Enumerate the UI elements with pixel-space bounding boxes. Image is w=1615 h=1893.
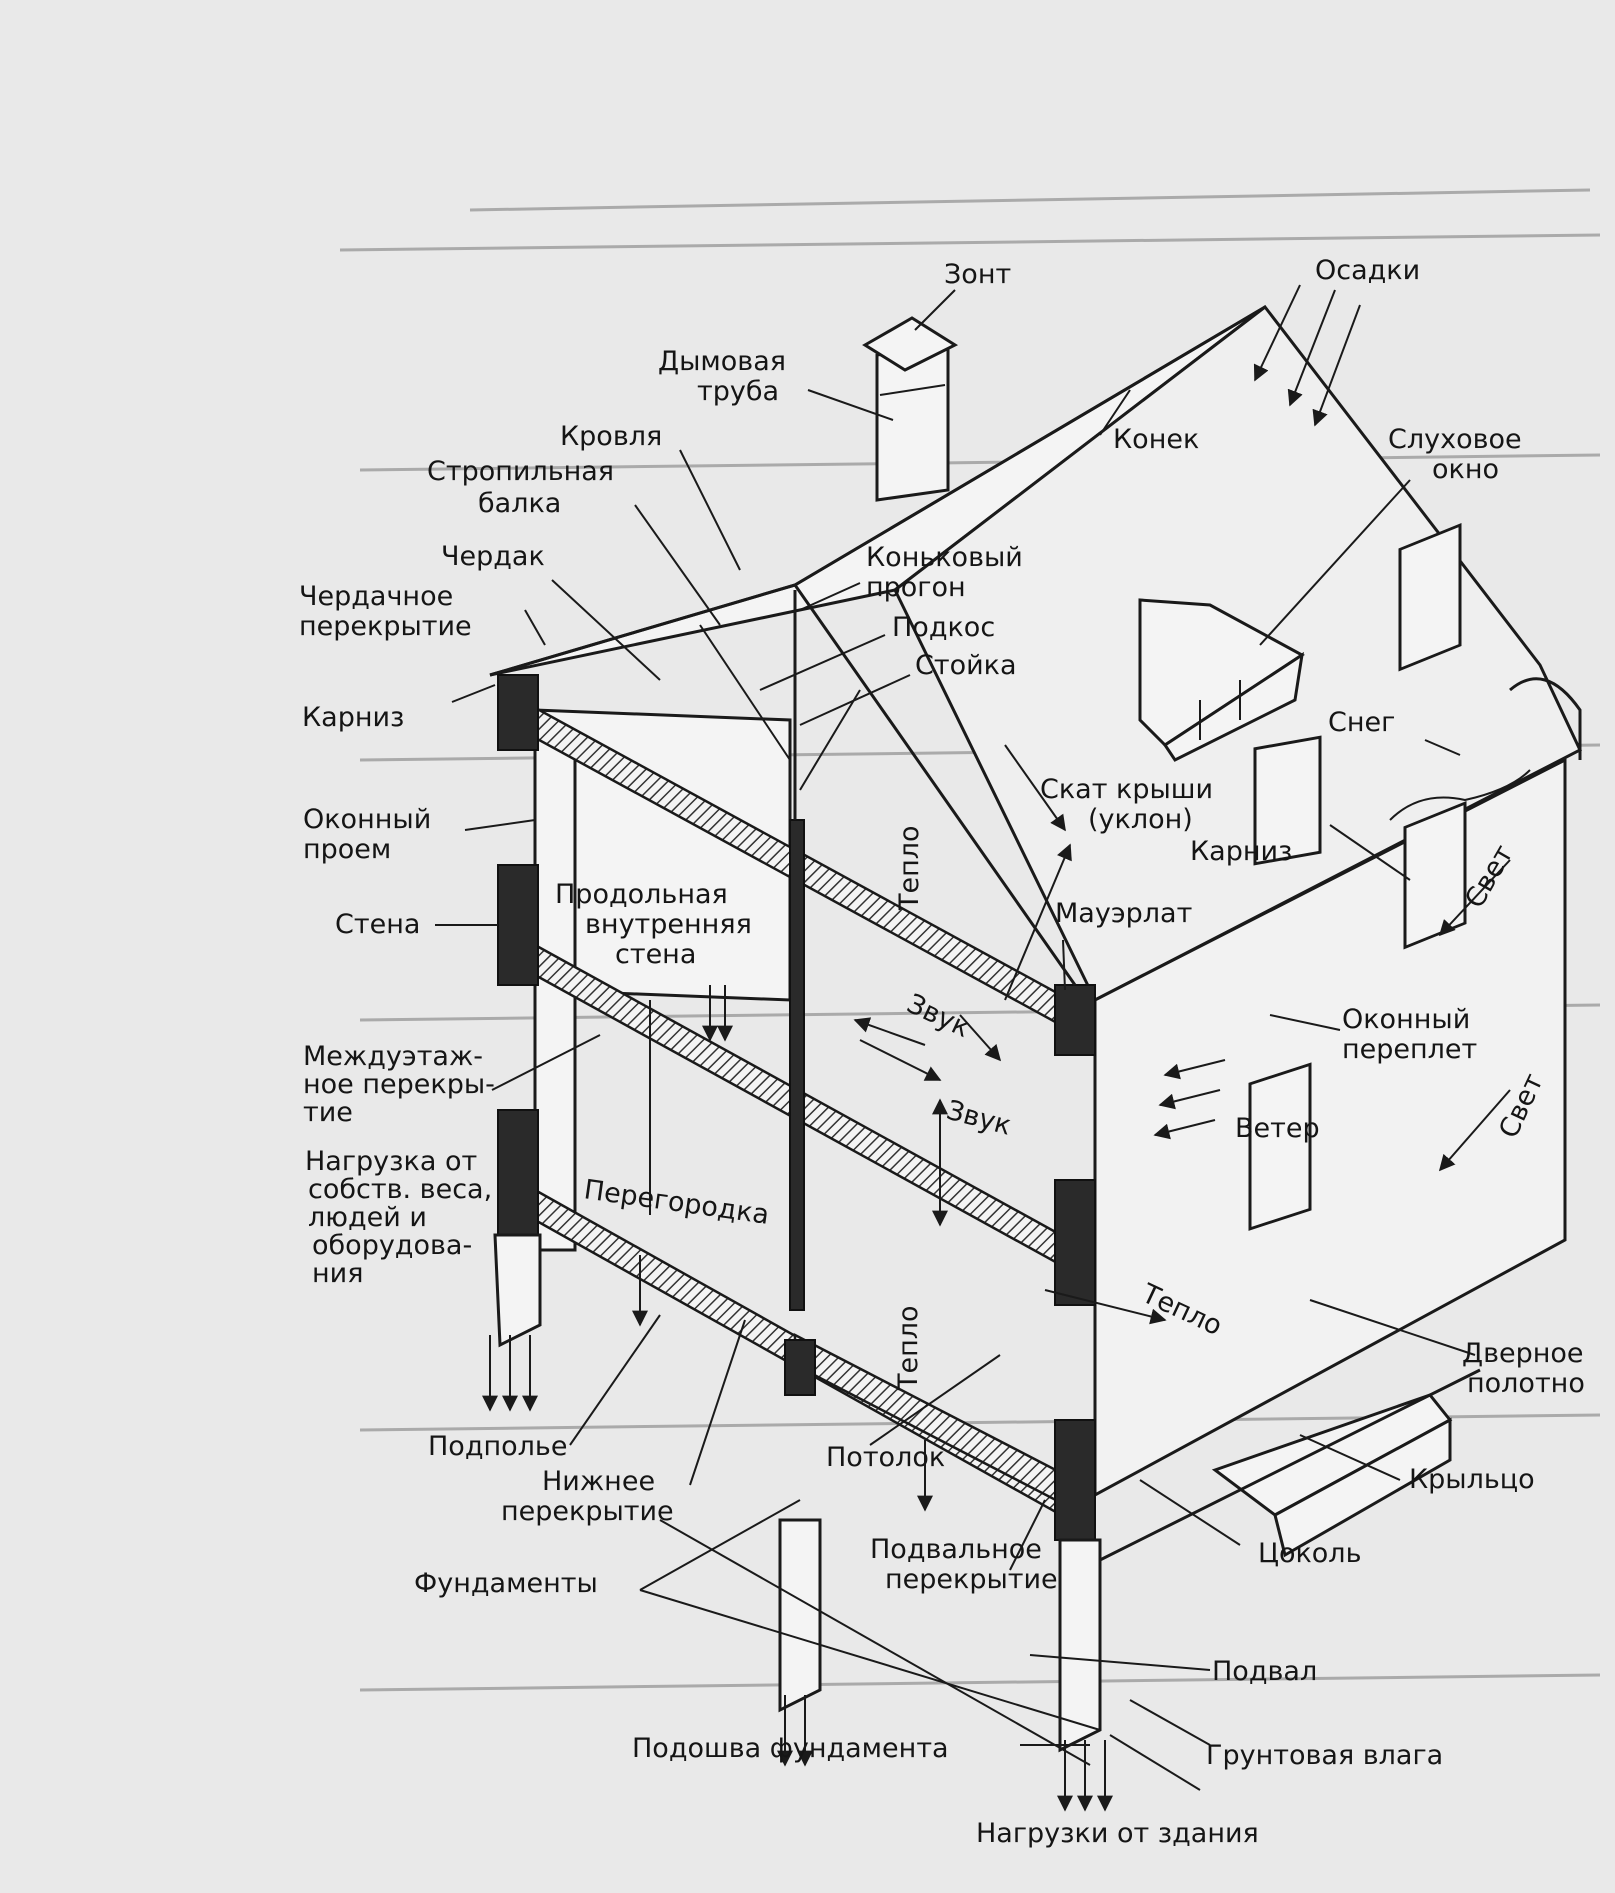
label-karniz-right: Карниз [1190,836,1292,867]
label-nagruzka-1: Нагрузка от [305,1146,477,1177]
label-veter: Ветер [1235,1113,1320,1144]
label-nagruzka-5: ния [312,1258,363,1289]
label-stoyka: Стойка [915,650,1017,681]
label-dymovaya-2: труба [697,376,779,407]
label-podvalnoe-2: перекрытие [885,1564,1058,1595]
label-okonny-proem-2: проем [303,834,391,865]
label-podkos: Подкос [892,612,995,643]
label-prodolnaya-1: Продольная [555,879,728,910]
label-konkovy-2: прогон [866,572,966,603]
leader-lines [435,289,1476,1746]
label-dvernoe-1: Дверное [1462,1338,1584,1369]
windows [1248,523,1467,1231]
label-podpolye: Подполье [428,1431,567,1462]
label-okonny-proem-1: Оконный [303,804,431,835]
ground [659,1368,1481,1791]
label-teplo-bottom: Тепло [893,1305,924,1391]
label-osadki: Осадки [1315,255,1420,286]
label-zvuk-1: Звук [902,988,974,1044]
label-potolok: Потолок [826,1442,945,1473]
label-podoshva: Подошва фундамента [632,1733,949,1764]
label-nizhnee-1: Нижнее [542,1466,655,1497]
arrows [482,284,1511,1812]
label-prodolnaya-2: внутренняя [585,909,752,940]
porch [1211,1393,1453,1558]
label-podval: Подвал [1212,1656,1317,1687]
label-konkovy-1: Коньковый [866,542,1023,573]
label-nizhnee-2: перекрытие [501,1496,674,1527]
label-skat-2: (уклон) [1088,804,1193,835]
label-dvernoe-2: полотно [1467,1368,1585,1399]
label-cherdachnoe-1: Чердачное [299,581,453,612]
label-fundamenty: Фундаменты [414,1568,598,1599]
label-mezhduetazh-2: ное перекры- [303,1069,495,1100]
label-nagruzka-4: оборудова- [312,1230,472,1261]
label-cherdachnoe-2: перекрытие [299,611,472,642]
label-mezhduetazh-1: Междуэтаж- [303,1041,483,1072]
label-cherdak: Чердак [441,541,545,572]
label-peregorodka: Перегородка [582,1174,771,1231]
label-sluhovoe-2: окно [1432,454,1499,485]
label-podvalnoe-1: Подвальное [870,1534,1042,1565]
label-zvuk-2: Звук [943,1095,1014,1142]
label-krovlya: Кровля [560,421,662,452]
label-konek: Конек [1113,424,1199,455]
label-sluhovoe-1: Слуховое [1388,424,1522,455]
label-kryltso: Крыльцо [1409,1464,1535,1495]
label-okonny-pereplet-2: переплет [1342,1034,1477,1065]
label-karniz-left: Карниз [302,702,404,733]
label-tsokol: Цоколь [1258,1538,1361,1569]
label-nagruzki-ot-zdaniya: Нагрузки от здания [976,1818,1259,1849]
foundations [493,1233,1102,1753]
label-sneg: Снег [1328,707,1395,738]
label-mezhduetazh-3: тие [303,1097,353,1128]
snow-edge [1509,677,1582,760]
rafters [489,583,1077,1215]
label-stropilnaya-2: балка [478,488,561,519]
label-prodolnaya-3: стена [615,939,696,970]
label-stena: Стена [335,909,420,940]
label-zont: Зонт [944,259,1011,290]
walls [533,708,1567,1498]
label-mauerlat: Мауэрлат [1055,898,1192,929]
label-dymovaya-1: Дымовая [658,346,786,377]
roof-ridge [794,305,1266,587]
label-gruntovaya: Грунтовая влага [1206,1740,1443,1771]
label-skat-1: Скат крыши [1040,774,1213,805]
label-nagruzka-2: собств. веса, [308,1174,492,1205]
label-stropilnaya-1: Стропильная [427,456,614,487]
snow-drip [1389,769,1531,821]
label-okonny-pereplet-1: Оконный [1342,1004,1470,1035]
chimney [862,316,959,502]
dormer-window [1138,598,1305,762]
label-teplo-top: Тепло [894,825,925,911]
label-nagruzka-3: людей и [308,1202,427,1233]
dark-wall-sections [497,674,1096,1541]
